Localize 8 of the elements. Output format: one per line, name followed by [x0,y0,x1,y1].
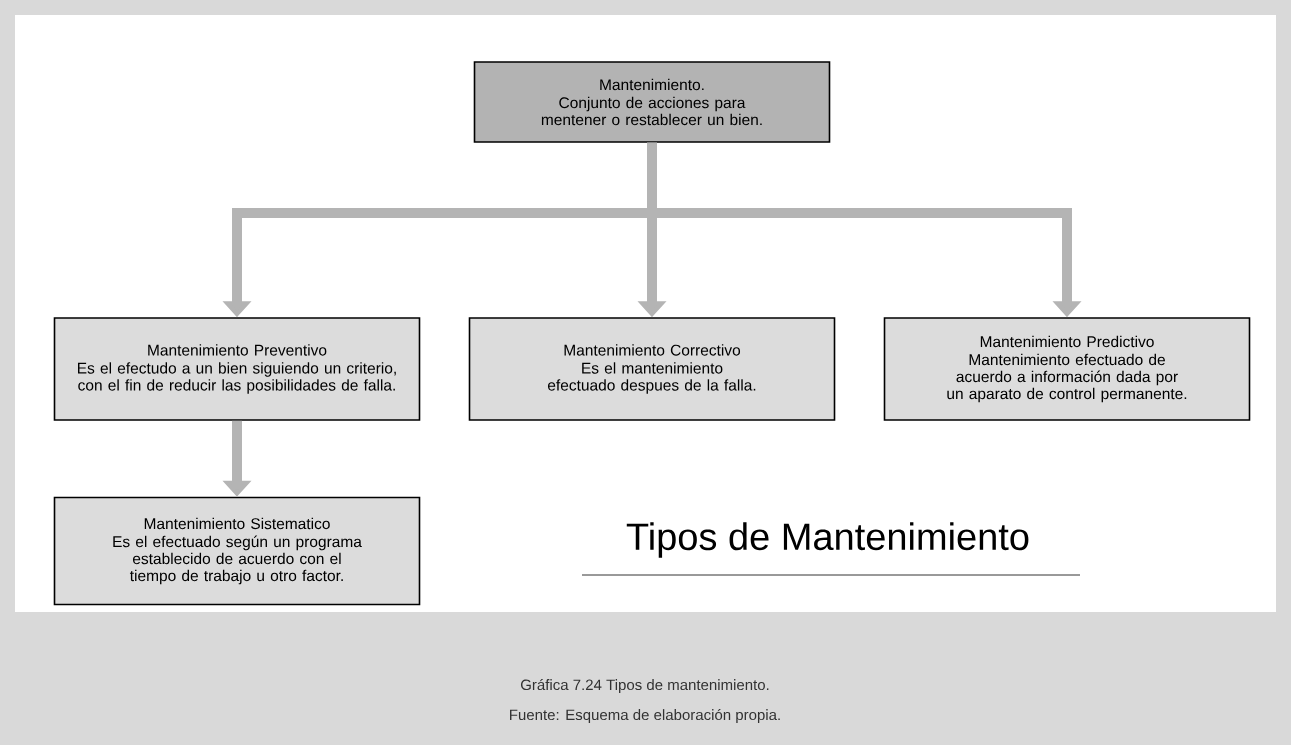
source-note: Fuente: Esquema de elaboración propia. [510,708,780,724]
text-box: Mantenimiento Preventivo Es el efectudo a un bien siguiendo un criterio, con el fin de reducir las posibilidades de falla. [53,317,421,421]
diagram-title: Tipos de Mantenimiento [581,522,1081,576]
caption: Gráfica 7.24 Tipos de mantenimiento. [520,678,769,694]
text-box: Mantenimiento Predictivo Mantenimiento efectuado de acuerdo a información dada por un aparato de control permanente. [883,317,1251,421]
text-box: Mantenimiento Correctivo Es el mantenimiento efectuado despues de la falla. [468,317,836,421]
text-box: Mantenimiento. Conjunto de acciones para mentener o restablecer un bien. [473,61,831,143]
text-box: Mantenimiento Sistematico Es el efectuado según un programa establecido de acuerdo con el tiempo de trabajo u otro factor. [53,496,421,606]
